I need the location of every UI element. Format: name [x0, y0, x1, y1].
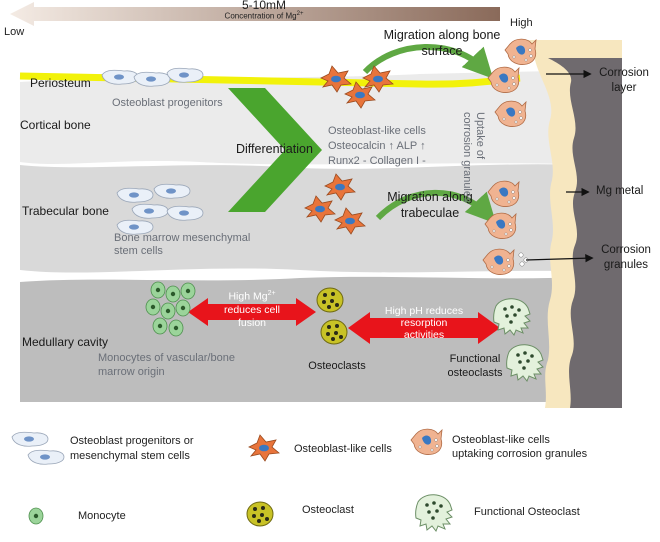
legend-monocyte-icon	[28, 507, 44, 525]
high-label: High	[510, 17, 533, 29]
monocytes-label-line2: marrow origin	[98, 366, 165, 378]
legend-uptake-icon	[410, 428, 443, 456]
granules-pointer	[525, 254, 594, 263]
legend-progenitor-icon	[11, 431, 65, 465]
migration-trabeculae-arrow	[375, 189, 497, 224]
migration-bone-line2: surface	[421, 44, 463, 58]
differentiation-arrow	[228, 88, 322, 212]
periosteum-label: Periosteum	[30, 76, 91, 90]
legend-progenitors-line2: mesenchymal stem cells	[70, 450, 190, 462]
mg-metal-region	[548, 58, 622, 408]
osteoclasts-label: Osteoclasts	[308, 360, 366, 372]
migration-bone-line1: Migration along bone	[383, 28, 501, 42]
functional-label-line1: Functional	[449, 353, 501, 365]
mg-concentration-gradient-arrow	[10, 2, 500, 26]
corrosion-layer-label: Corrosion layer	[599, 67, 649, 94]
high-mg-label: High Mg2+ reduces cell fusion	[223, 290, 281, 329]
legend-osteoclast-label: Osteoclast	[302, 504, 354, 516]
bmsc-label-line2: stem cells	[114, 245, 163, 257]
corrosion-granules-cluster	[518, 252, 529, 267]
functional-label-line2: osteoclasts	[447, 367, 503, 379]
migration-trab-line2: trabeculae	[400, 206, 460, 220]
high-ph-red-arrow	[348, 312, 500, 344]
corrosion-granules-label: Corrosion granules	[601, 244, 651, 271]
migration-trab-line1: Migration along	[387, 190, 473, 204]
legend-uptake-line2: uptaking corrosion granules	[452, 448, 588, 460]
legend-osteoclast-icon	[246, 501, 274, 527]
mg-metal-label: Mg metal	[596, 185, 644, 197]
legend-osteoblast-icon	[248, 434, 280, 462]
legend-functional-icon	[415, 494, 453, 532]
medullary-cavity-label: Medullary cavity	[22, 335, 109, 349]
legend-progenitors-line1: Osteoblast progenitors or	[70, 435, 194, 447]
legend-osteoblast-label: Osteoblast-like cells	[294, 443, 392, 455]
concentration-label: Concentration of Mg2+	[224, 11, 304, 21]
cortical-bone-label: Cortical bone	[20, 118, 91, 132]
monocytes-label-line1: Monocytes of vascular/bone	[98, 352, 235, 364]
differentiation-label: Differentiation	[236, 142, 313, 156]
high-ph-label: High pH reduces resorption activities	[384, 305, 464, 341]
markers-line1: Osteoblast-like cells	[328, 125, 426, 137]
range-label: 5-10mM	[241, 0, 287, 12]
bmsc-label-line1: Bone marrow mesenchymal	[114, 232, 251, 244]
high-mg-red-arrow	[188, 298, 316, 326]
osteoblast-progenitors-label: Osteoblast progenitors	[112, 97, 223, 109]
markers-line3: Runx2 - Collagen I -	[328, 155, 426, 167]
legend-monocyte-label: Monocyte	[78, 510, 126, 522]
migration-bone-arrow	[362, 44, 494, 79]
legend-functional-label: Functional Osteoclast	[474, 506, 580, 518]
cortical-bone-region	[20, 70, 600, 165]
markers-line2: Osteocalcin ↑ ALP ↑	[328, 140, 426, 152]
uptake-label: Uptake of corrosion granules	[461, 112, 486, 203]
trabecular-bone-label: Trabecular bone	[22, 204, 109, 218]
low-label: Low	[4, 26, 25, 38]
legend-uptake-line1: Osteoblast-like cells	[452, 434, 550, 446]
